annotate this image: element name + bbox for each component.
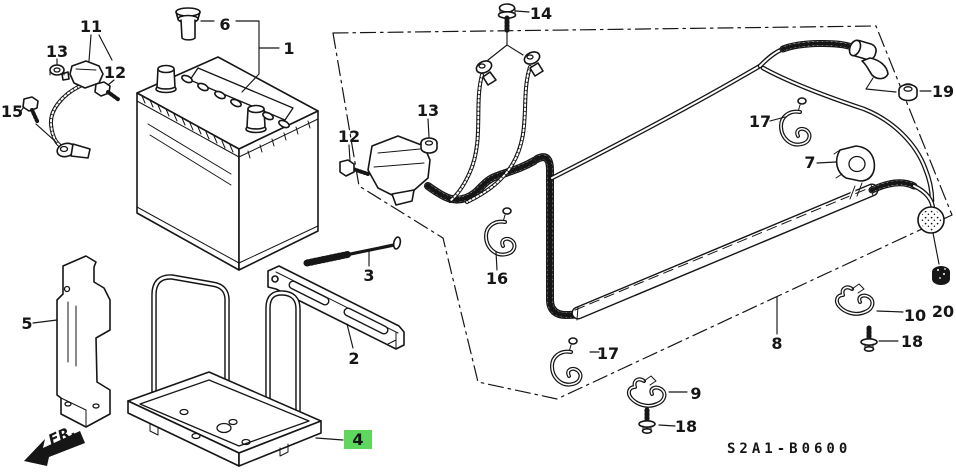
callout-8[interactable]: 8 <box>771 334 782 353</box>
callout-18-right[interactable]: 18 <box>901 332 923 351</box>
assembly-phantom-outline <box>332 25 953 400</box>
conduit-slit <box>574 187 870 311</box>
battery-post-positive <box>245 104 267 134</box>
side-bracket <box>56 255 111 428</box>
callout-12-ground[interactable]: 12 <box>104 63 126 82</box>
leader-6-1 <box>200 20 280 93</box>
callout-18-bottom[interactable]: 18 <box>675 417 697 436</box>
callout-7[interactable]: 7 <box>804 153 815 172</box>
battery <box>136 56 319 271</box>
conduit-joint <box>849 182 863 200</box>
harness-clip-10 <box>834 282 875 316</box>
clip-screw-18-bottom <box>639 409 655 433</box>
leader-lines <box>19 10 940 441</box>
hold-down-frame <box>151 274 301 433</box>
callout-14[interactable]: 14 <box>530 4 552 23</box>
battery-front-accent-lines <box>147 123 232 186</box>
callout-13-clamp[interactable]: 13 <box>417 101 439 120</box>
hold-down-bolt <box>303 236 402 267</box>
ring-terminal-small-2 <box>523 51 544 77</box>
starter-cable-assembly <box>339 39 945 321</box>
clamp-nut <box>420 137 438 154</box>
callout-4-highlight[interactable] <box>344 430 372 449</box>
battery-vent-caps <box>181 74 290 129</box>
battery-terminal-cap <box>175 7 201 41</box>
callout-3[interactable]: 3 <box>363 266 374 285</box>
alternator-boot-end <box>917 206 945 234</box>
front-direction-indicator: FR. <box>24 422 85 466</box>
callout-20[interactable]: 20 <box>932 302 954 321</box>
callout-19[interactable]: 19 <box>932 82 954 101</box>
positive-terminal-clamp <box>367 135 431 206</box>
ring-terminal-small <box>475 60 497 86</box>
clip-screw-18-right <box>861 327 877 351</box>
harness-clamp-16 <box>484 206 517 257</box>
callout-13-ground[interactable]: 13 <box>46 42 68 61</box>
callout-11[interactable]: 11 <box>80 17 102 36</box>
callout-17-lower[interactable]: 17 <box>597 344 619 363</box>
callout-9[interactable]: 9 <box>690 384 701 403</box>
callout-1[interactable]: 1 <box>283 39 294 58</box>
callout-6[interactable]: 6 <box>219 15 230 34</box>
battery-label-plate <box>189 67 294 121</box>
flange-nut-20 <box>932 266 950 285</box>
battery-tray <box>127 371 322 467</box>
diagram-code: S2A1-B0600 <box>727 441 851 457</box>
ground-cable-assembly <box>22 60 121 159</box>
starter-terminal-boot <box>848 39 889 80</box>
harness-clip-9 <box>626 374 667 408</box>
harness-clip-17-lower <box>550 336 583 387</box>
harness-clip-17-upper <box>779 96 812 147</box>
callout-17-upper[interactable]: 17 <box>749 112 771 131</box>
terminal-bolt-14 <box>497 3 517 34</box>
cable-clamp-7 <box>833 145 876 182</box>
battery-post-negative <box>155 64 177 94</box>
callout-5[interactable]: 5 <box>21 314 32 333</box>
callout-16[interactable]: 16 <box>486 269 508 288</box>
callout-15[interactable]: 15 <box>1 102 23 121</box>
fr-arrow-icon <box>24 431 85 466</box>
callout-4-highlighted[interactable]: 4 <box>344 430 372 449</box>
callout-10[interactable]: 10 <box>904 306 926 325</box>
battery-setting-plate <box>267 265 405 350</box>
callout-12-clamp[interactable]: 12 <box>338 127 360 146</box>
callout-4[interactable]: 4 <box>352 430 363 449</box>
flange-nut-19 <box>898 83 918 102</box>
ground-nut <box>49 64 65 76</box>
clamp-bolt <box>339 159 370 177</box>
ground-screw <box>22 96 39 112</box>
callout-2[interactable]: 2 <box>348 349 359 368</box>
